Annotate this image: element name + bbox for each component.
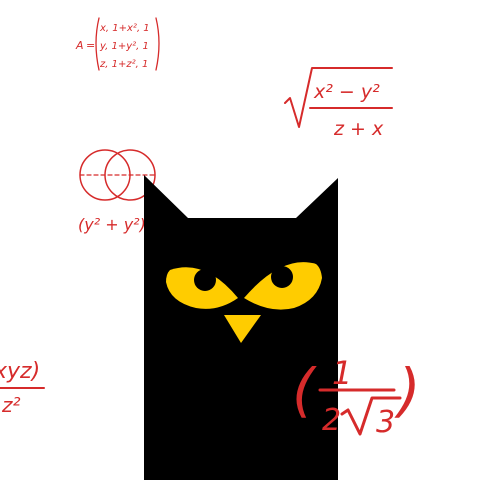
matrix-row-1: x, 1+x², 1 bbox=[99, 23, 150, 34]
big-fraction-numerator: 1 bbox=[332, 354, 352, 392]
left-fragment-top: xyz) bbox=[0, 359, 40, 384]
matrix-left-bracket bbox=[95, 17, 100, 71]
owl-right-pupil bbox=[271, 266, 293, 288]
radical-sign bbox=[284, 67, 393, 128]
matrix-row-3: z, 1+z², 1 bbox=[99, 59, 148, 70]
matrix-row-2: y, 1+y², 1 bbox=[99, 41, 149, 52]
sqrt-numerator: x² − y² bbox=[313, 81, 380, 103]
big-fraction-close-paren: ) bbox=[394, 356, 421, 424]
sqrt-fraction: x² − y² z + x bbox=[284, 67, 393, 140]
big-fraction-open-paren: ( bbox=[292, 356, 317, 424]
sqrt-denominator: z + x bbox=[333, 118, 384, 140]
big-fraction-radicand: 3 bbox=[376, 405, 395, 440]
left-fragment-bottom: z² bbox=[1, 393, 21, 417]
matrix-right-bracket bbox=[155, 17, 160, 71]
matrix-definition: A = x, 1+x², 1 y, 1+y², 1 z, 1+z², 1 bbox=[75, 17, 160, 71]
owl-beak bbox=[224, 315, 261, 343]
left-fragment: xyz) z² bbox=[0, 359, 45, 417]
venn-diagram: (y² + y²). bbox=[78, 149, 156, 234]
matrix-name: A bbox=[75, 39, 84, 52]
big-fraction-denominator-coef: 2 bbox=[322, 403, 341, 438]
venn-caption: (y² + y²). bbox=[78, 215, 151, 234]
owl-left-pupil bbox=[194, 269, 216, 291]
big-fraction: ( 1 2 3 ) bbox=[292, 354, 421, 440]
matrix-equals: = bbox=[86, 39, 95, 52]
big-fraction-radical bbox=[340, 396, 402, 436]
owl-icon bbox=[144, 175, 338, 480]
